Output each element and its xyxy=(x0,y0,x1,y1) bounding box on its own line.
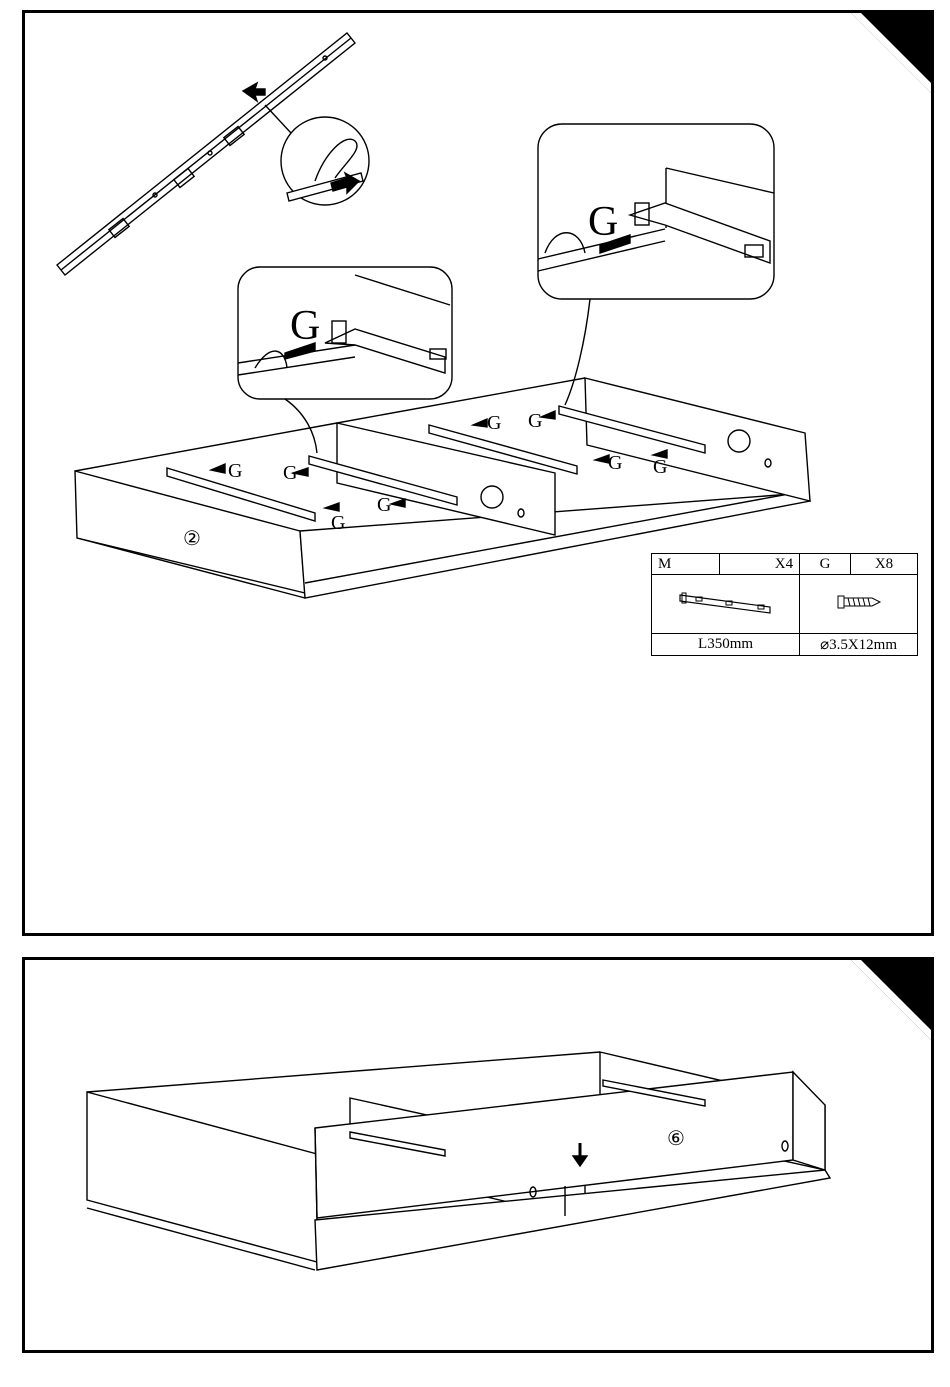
parts-table: M X4 G X8 xyxy=(651,553,918,656)
part-qty-g: X8 xyxy=(851,554,918,575)
part-qty-m: X4 xyxy=(719,554,799,575)
drawer-front-assembly-diagram: ⑥ xyxy=(25,960,931,1350)
screw-label-1: G xyxy=(228,460,242,482)
panel-number-6: ⑥ xyxy=(667,1126,685,1150)
screw-label-4: G xyxy=(377,494,391,516)
screw-label-2: G xyxy=(283,462,297,484)
screw-label-8: G xyxy=(653,456,667,478)
assembly-step-panel-top: G G G G G G G G G G ② M X4 G X8 xyxy=(22,10,934,936)
drawer-slide-assembly-diagram: G G G G G G G G G G ② xyxy=(25,13,931,933)
part-code-m: M xyxy=(652,554,720,575)
screw-label-6: G xyxy=(528,410,542,432)
screw-label-7: G xyxy=(608,452,622,474)
assembly-step-panel-bottom: ⑥ xyxy=(22,957,934,1353)
screw-icon xyxy=(834,592,884,612)
screw-part-cell xyxy=(800,575,918,634)
drawer-slide-icon xyxy=(676,587,776,617)
pull-arrow-icon xyxy=(243,83,265,101)
callout-screw-label-right: G xyxy=(588,199,618,245)
drawer-slide-part-cell xyxy=(652,575,800,634)
part-code-g: G xyxy=(800,554,851,575)
screw-spec: ⌀3.5X12mm xyxy=(800,634,918,656)
panel-number-2: ② xyxy=(183,526,201,550)
drawer-side-left xyxy=(87,1092,317,1262)
screw-label-3: G xyxy=(331,512,345,534)
drawer-slide-spec: L350mm xyxy=(652,634,800,656)
screw-label-5: G xyxy=(487,412,501,434)
callout-screw-label-left: G xyxy=(290,303,320,349)
